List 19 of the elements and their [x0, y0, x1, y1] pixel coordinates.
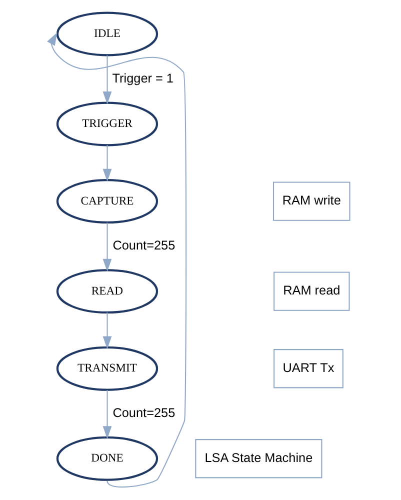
- arrow: [102, 222, 112, 272]
- arrow: [102, 145, 112, 182]
- arrow: [47, 32, 187, 488]
- arrow: [102, 312, 112, 349]
- node-box: RAM write: [272, 182, 350, 221]
- node-ellipse: CAPTURE: [56, 179, 158, 224]
- node-box: UART Tx: [274, 349, 344, 388]
- arrow: [102, 390, 112, 439]
- node-ellipse: READ: [56, 269, 158, 314]
- node-ellipse: TRANSMIT: [56, 346, 158, 391]
- node-box: RAM read: [274, 272, 350, 311]
- edge-label: Trigger = 1: [112, 71, 174, 86]
- node-ellipse: TRIGGER: [56, 102, 158, 146]
- node-ellipse: DONE: [56, 436, 158, 481]
- edge-label: Count=255: [112, 238, 176, 253]
- arrow: [102, 55, 112, 104]
- node-ellipse: IDLE: [56, 12, 158, 56]
- edge-label: Count=255: [112, 406, 176, 420]
- node-box: LSA State Machine: [195, 439, 322, 478]
